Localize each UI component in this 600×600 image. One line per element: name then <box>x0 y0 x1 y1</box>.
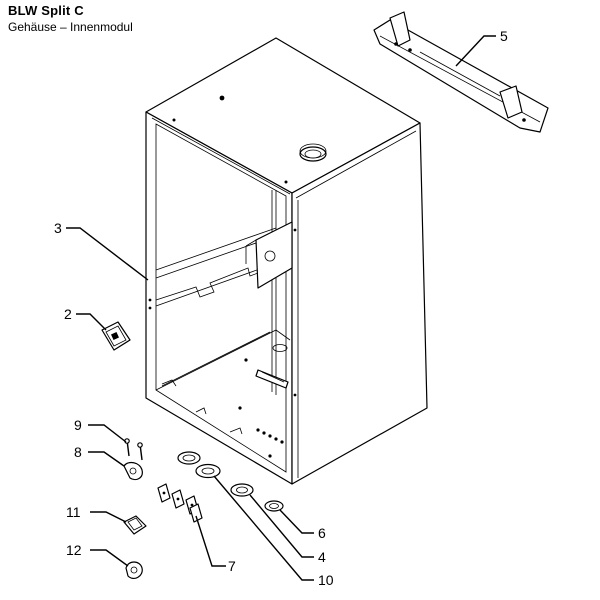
terminal-part <box>123 515 147 535</box>
diagram-subtitle: Gehäuse – Innenmodul <box>8 20 133 34</box>
callout-6: 6 <box>318 525 326 541</box>
cable-clip-part <box>101 321 131 351</box>
leader-8 <box>88 451 125 467</box>
diagram-title: BLW Split C <box>8 3 84 18</box>
strain-relief-part <box>125 561 143 580</box>
leader-5 <box>455 35 496 67</box>
callout-9: 9 <box>74 417 82 433</box>
clamp-part <box>123 461 143 481</box>
screws-part <box>124 438 143 461</box>
leader-4 <box>249 494 314 558</box>
callout-4: 4 <box>318 549 326 565</box>
leader-11 <box>90 511 127 523</box>
callout-12: 12 <box>66 542 82 558</box>
wall-bracket <box>373 11 549 133</box>
leader-3 <box>66 227 149 281</box>
grommet-part-6 <box>264 500 284 512</box>
leader-lines <box>66 35 496 581</box>
leader-10 <box>213 475 314 581</box>
leader-6 <box>279 509 314 534</box>
leader-7 <box>195 515 226 567</box>
callout-7: 7 <box>228 558 236 574</box>
leader-9 <box>88 424 127 443</box>
housing-cabinet <box>145 37 428 485</box>
grommet-part-10 <box>195 463 221 479</box>
grommet-upper <box>177 451 201 465</box>
grommet-part-4 <box>230 483 254 497</box>
callout-5: 5 <box>500 28 508 44</box>
callout-11: 11 <box>66 504 81 520</box>
callout-10: 10 <box>318 572 334 588</box>
leader-12 <box>90 549 129 567</box>
callout-3: 3 <box>54 220 62 236</box>
connectors-part <box>157 483 203 523</box>
callout-8: 8 <box>74 444 82 460</box>
leader-2 <box>76 313 107 331</box>
callout-2: 2 <box>64 306 72 322</box>
